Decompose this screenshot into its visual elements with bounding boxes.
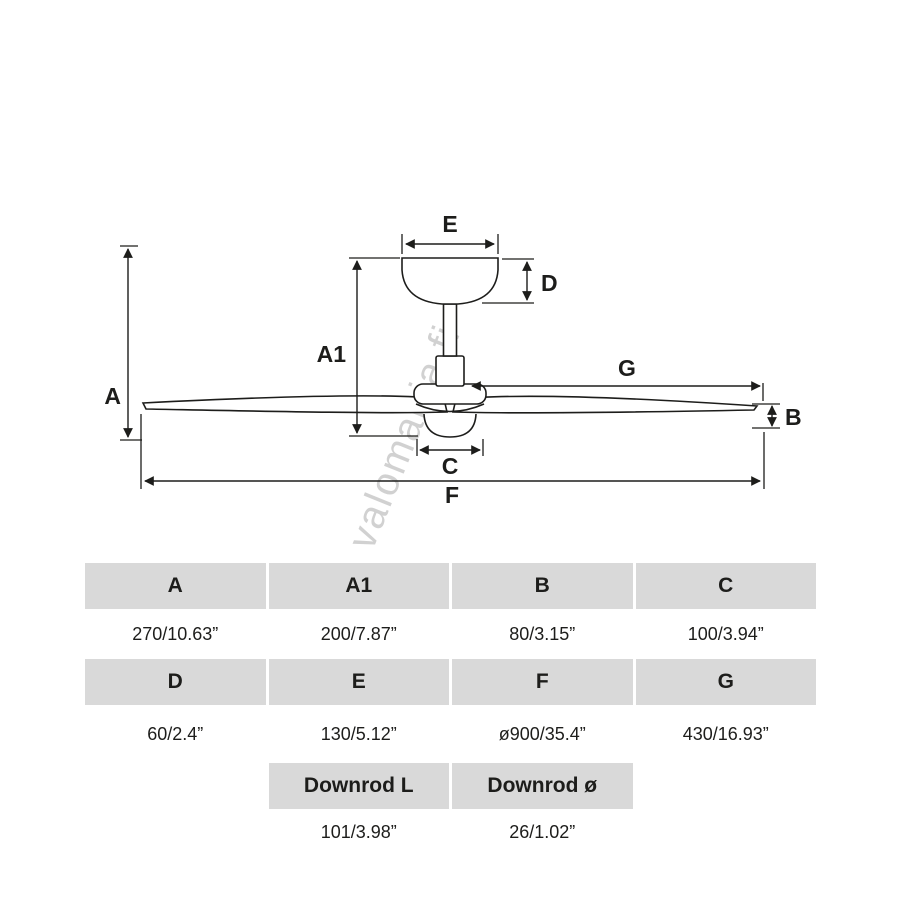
blade-root-curve [415, 403, 485, 413]
dim-label-c: C [442, 453, 459, 479]
dim-label-a1: A1 [317, 341, 347, 367]
table-value-cell: ø900/35.4” [498, 723, 586, 744]
dim-g: G [471, 355, 764, 401]
dim-a1: A1 [317, 257, 418, 437]
dim-label-e: E [442, 211, 457, 237]
table-value-row-2: 60/2.4” 130/5.12” ø900/35.4” 430/16.93” [85, 705, 816, 763]
dim-b: B [752, 403, 802, 430]
dim-label-f: F [445, 482, 459, 508]
table-header-cell: Downrod L [268, 763, 449, 809]
table-header-cell: C [635, 563, 816, 609]
fan-dimension-diagram: E D A1 A G [104, 211, 802, 508]
table-value-cell: 270/10.63” [132, 623, 219, 644]
table-header-cell: E [268, 659, 449, 705]
table-value-row-1: 270/10.63” 200/7.87” 80/3.15” 100/3.94” [85, 609, 816, 659]
table-value-cell: 80/3.15” [509, 623, 576, 644]
table-value-cell: 200/7.87” [320, 623, 397, 644]
canopy [401, 257, 499, 305]
table-header-cell: Downrod ø [452, 763, 633, 809]
dim-f: F [140, 414, 765, 508]
dimensions-table: A A1 B C 270/10.63” 200/7.87” 80/3.15” 1… [85, 563, 816, 855]
table-header-cell: A [85, 563, 266, 609]
downrod [442, 303, 458, 357]
table-header-cell: G [635, 659, 816, 705]
dim-label-b: B [785, 404, 802, 430]
motor-housing [413, 383, 487, 405]
dim-label-a: A [104, 383, 121, 409]
dim-d: D [482, 258, 558, 304]
table-value-cell: 100/3.94” [687, 623, 764, 644]
table-header-cell: A1 [268, 563, 449, 609]
blade-right [452, 395, 759, 414]
table-header-row-2: D E F G [85, 659, 816, 705]
spacer [85, 809, 266, 855]
dim-e: E [401, 211, 499, 254]
dim-label-g: G [618, 355, 636, 381]
table-header-cell: F [452, 659, 633, 705]
dim-label-d: D [541, 270, 558, 296]
table-header-row-1: A A1 B C [85, 563, 816, 609]
spacer [636, 763, 817, 809]
table-value-cell: 101/3.98” [320, 821, 397, 842]
dim-c: C [416, 439, 484, 479]
table-value-cell: 130/5.12” [320, 723, 397, 744]
fan-drawing [141, 257, 759, 438]
table-value-row-3: 101/3.98” 26/1.02” [85, 809, 816, 855]
motor-neck [435, 355, 465, 387]
table-header-cell: B [452, 563, 633, 609]
blade-left [141, 395, 448, 414]
dim-a: A [104, 245, 142, 441]
table-value-cell: 430/16.93” [682, 723, 769, 744]
spacer [85, 763, 266, 809]
table-header-row-3: Downrod L Downrod ø [85, 763, 816, 809]
table-header-cell: D [85, 659, 266, 705]
spacer [636, 809, 817, 855]
light-kit-dome [423, 413, 477, 438]
table-value-cell: 26/1.02” [509, 821, 576, 842]
table-value-cell: 60/2.4” [147, 723, 204, 744]
